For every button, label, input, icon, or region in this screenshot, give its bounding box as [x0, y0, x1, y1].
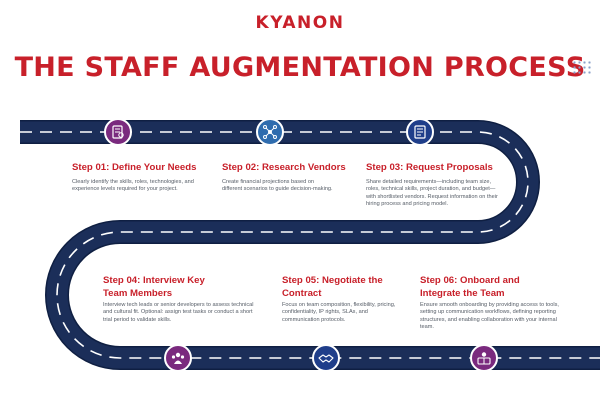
- proposal-icon: [414, 125, 426, 139]
- onboard-icon: [477, 352, 491, 365]
- step-05-description: Focus on team composition, flexibility, …: [282, 302, 396, 323]
- network-icon: [263, 125, 277, 139]
- step-06-marker: [470, 344, 498, 372]
- step-05-title: Step 05: Negotiate the Contract: [282, 275, 383, 299]
- step-04-title: Step 04: Interview Key Team Members: [103, 275, 205, 299]
- step-06-description: Ensure smooth onboarding by providing ac…: [420, 302, 559, 331]
- document-icon: [112, 125, 124, 139]
- step-04-description: Interview tech leads or senior developer…: [103, 302, 254, 323]
- step-03-title: Step 03: Request Proposals: [366, 162, 493, 173]
- decorative-dot-grid: [572, 60, 592, 74]
- step-01-title: Step 01: Define Your Needs: [72, 162, 197, 173]
- step-02-title: Step 02: Research Vendors: [222, 162, 346, 173]
- step-03-description: Share detailed requirements—including te…: [366, 179, 498, 208]
- step-05-marker: [312, 344, 340, 372]
- handshake-icon: [318, 354, 334, 363]
- kyanon-logo: KYANON: [255, 13, 345, 33]
- road-lane-markings: [20, 131, 600, 359]
- page-title: THE STAFF AUGMENTATION PROCESS: [14, 52, 586, 83]
- step-06-title: Step 06: Onboard and Integrate the Team: [420, 275, 520, 299]
- step-02-marker: [256, 118, 284, 146]
- step-04-marker: [164, 344, 192, 372]
- step-03-marker: [406, 118, 434, 146]
- team-icon: [171, 352, 185, 364]
- step-02-description: Create financial projections based on di…: [222, 179, 333, 193]
- step-01-description: Clearly identify the skills, roles, tech…: [72, 179, 194, 193]
- step-01-marker: [104, 118, 132, 146]
